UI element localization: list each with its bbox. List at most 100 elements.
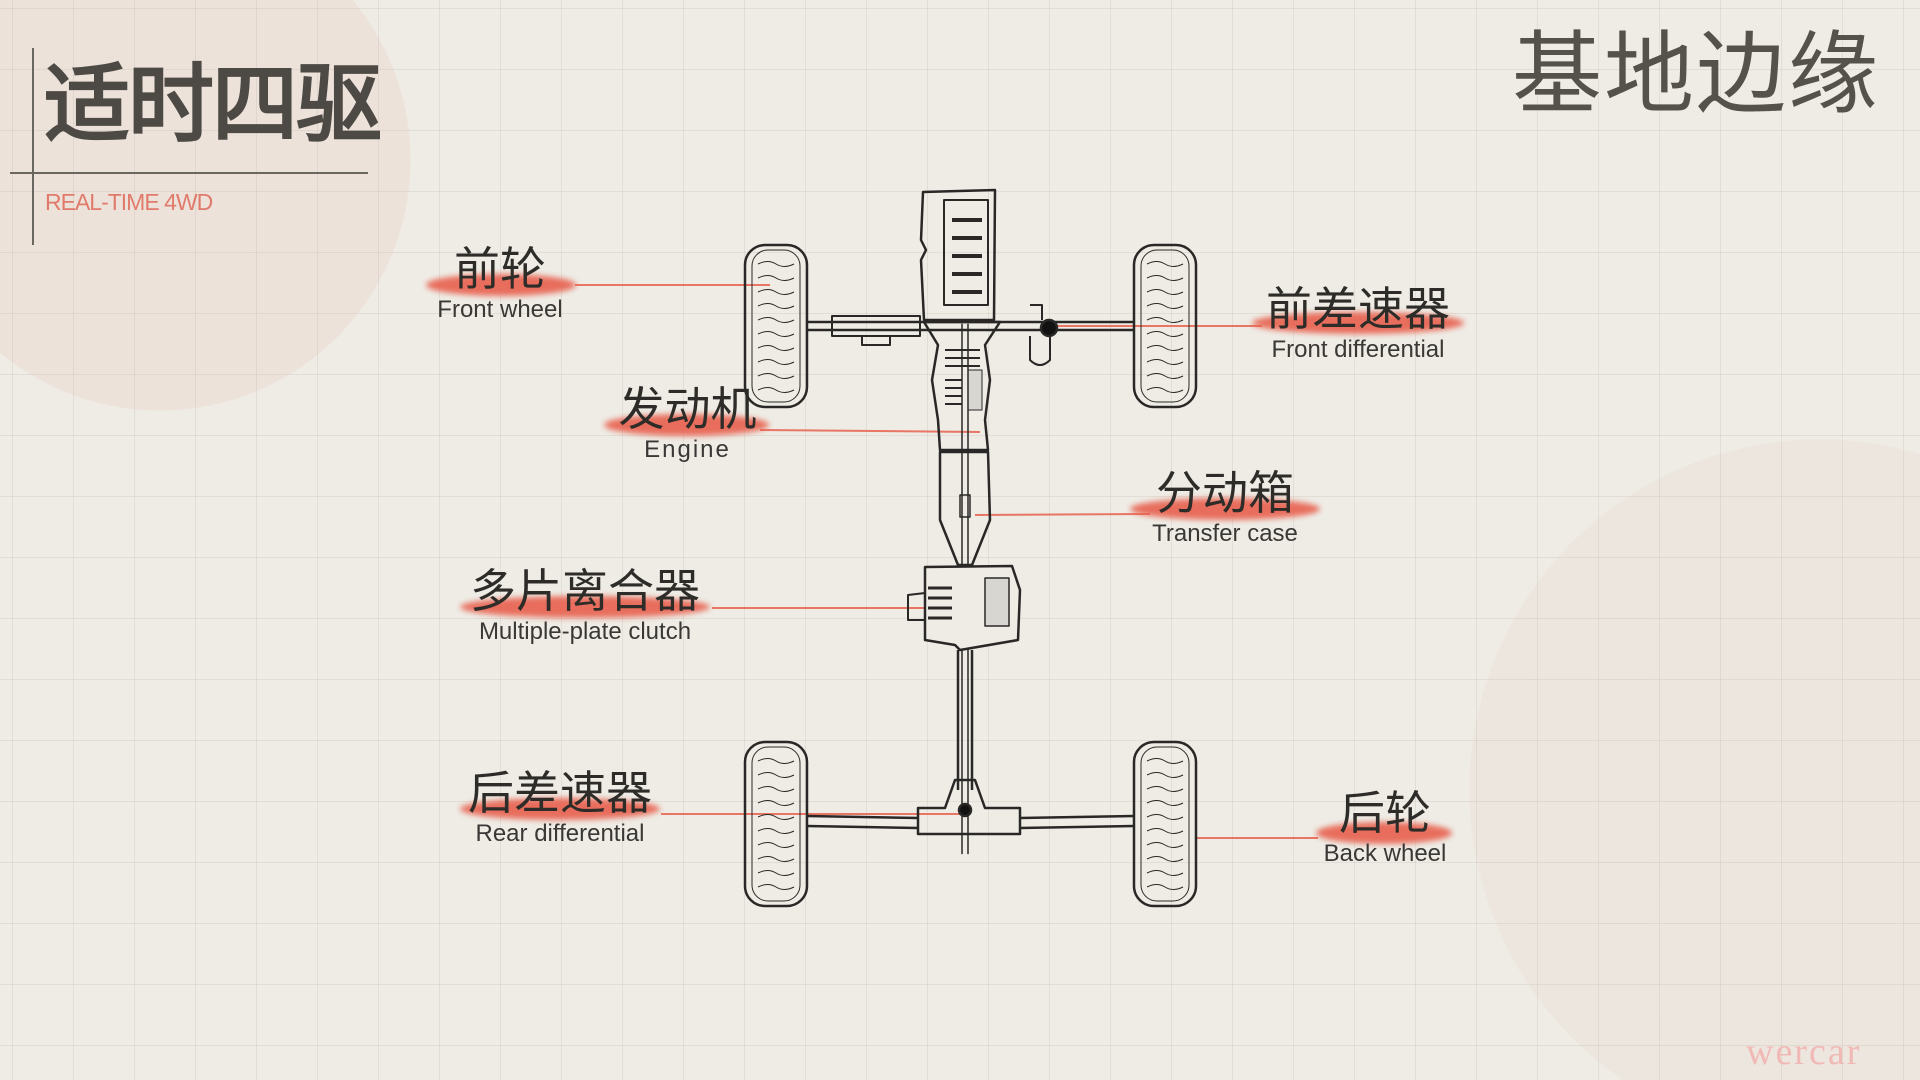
label-rear-differential: 后差速器 Rear differential xyxy=(460,770,660,848)
leader-lines xyxy=(575,284,1318,839)
tyre-tread-mark xyxy=(757,786,795,792)
tyre-tread-mark xyxy=(1146,758,1184,764)
tyre-tread-mark xyxy=(757,856,795,862)
tyre-tread-mark xyxy=(1146,800,1184,806)
tyre-tread-mark xyxy=(757,828,795,834)
highlight-smear xyxy=(1130,498,1320,520)
tyre-tread-mark xyxy=(1146,303,1184,309)
label-zh: 分动箱 xyxy=(1156,466,1294,520)
tyre-tread-mark xyxy=(1146,345,1184,351)
tyre-tread-mark xyxy=(757,345,795,351)
label-en: Engine xyxy=(644,436,731,463)
tyre-tread-mark xyxy=(1146,786,1184,792)
label-engine: 发动机 Engine xyxy=(604,382,769,464)
tyre-tread-mark xyxy=(1146,772,1184,778)
label-en: Front wheel xyxy=(437,296,563,323)
tyre-tread-mark xyxy=(757,303,795,309)
tyre-tread-mark xyxy=(757,772,795,778)
label-zh: 后差速器 xyxy=(468,766,652,820)
rear-axle xyxy=(806,814,1135,830)
tyre-tread-mark xyxy=(1146,387,1184,393)
highlight-smear xyxy=(604,414,769,436)
leader-transfer-case xyxy=(974,513,1151,516)
tyre-tread-mark xyxy=(1146,884,1184,890)
highlight-smear xyxy=(460,596,710,618)
front-axle-bracket xyxy=(861,336,891,346)
front-axle-housing xyxy=(831,315,921,337)
tyre-tread-mark xyxy=(757,800,795,806)
clutch-housing xyxy=(984,577,1010,627)
tyre-tread-mark xyxy=(757,275,795,281)
tyre-tread-mark xyxy=(757,289,795,295)
tyre-tread-mark xyxy=(1146,814,1184,820)
tyre-tread-mark xyxy=(757,261,795,267)
clutch-plates xyxy=(928,586,952,620)
front-differential-dot xyxy=(1039,318,1059,338)
highlight-smear xyxy=(1316,822,1452,844)
label-zh: 前轮 xyxy=(454,242,546,296)
label-zh: 前差速器 xyxy=(1266,282,1450,336)
label-en: Rear differential xyxy=(475,820,645,847)
gearbox-housing xyxy=(967,369,983,411)
tyre-tread-mark xyxy=(1146,331,1184,337)
label-zh: 发动机 xyxy=(618,382,757,436)
tyre-tread-mark xyxy=(1146,828,1184,834)
label-multiple-plate-clutch: 多片离合器 Multiple-plate clutch xyxy=(460,568,710,646)
drive-shaft xyxy=(956,650,974,790)
label-zh: 后轮 xyxy=(1339,786,1431,840)
brand-name: 基地边缘 xyxy=(1512,22,1880,127)
label-en: Back wheel xyxy=(1323,840,1447,867)
watermark: wercar xyxy=(1746,1031,1862,1073)
highlight-smear xyxy=(1252,312,1464,334)
label-back-wheel: 后轮 Back wheel xyxy=(1310,790,1460,868)
label-transfer-case: 分动箱 Transfer case xyxy=(1130,466,1320,548)
tyre-tread-mark xyxy=(757,387,795,393)
radiator xyxy=(943,199,989,306)
label-zh: 多片离合器 xyxy=(470,564,700,618)
clutch-actuator xyxy=(907,592,926,621)
tyre-tread-mark xyxy=(757,373,795,379)
tyre-tread-mark xyxy=(1146,289,1184,295)
page-title: 适时四驱 xyxy=(44,55,382,155)
leader-engine xyxy=(759,429,981,433)
highlight-smear xyxy=(426,274,576,296)
label-en: Transfer case xyxy=(1152,520,1298,547)
gearbox xyxy=(922,320,1002,452)
rear-differential-dot xyxy=(957,802,973,818)
highlight-smear xyxy=(460,798,660,820)
transfer-case xyxy=(938,450,992,567)
tyre-tread-mark xyxy=(757,842,795,848)
wheel-rear-right xyxy=(1132,740,1198,908)
tyre-tread-mark xyxy=(757,758,795,764)
title-vertical-rule xyxy=(32,48,34,245)
transfer-case-gear xyxy=(959,494,971,518)
tyre-tread-mark xyxy=(1146,842,1184,848)
tyre-tread-mark xyxy=(1146,275,1184,281)
tyre-tread-mark xyxy=(757,359,795,365)
wheel-rear-left xyxy=(743,740,809,908)
label-front-differential: 前差速器 Front differential xyxy=(1252,282,1464,364)
wheel-front-right xyxy=(1132,243,1198,409)
page-subtitle: REAL-TIME 4WD xyxy=(45,189,213,215)
title-horizontal-rule xyxy=(10,172,368,174)
tyre-tread-mark xyxy=(1146,373,1184,379)
tyre-tread-mark xyxy=(1146,359,1184,365)
engine-block xyxy=(919,188,997,322)
rear-differential xyxy=(916,778,1022,836)
tyre-tread-mark xyxy=(1146,261,1184,267)
wheel-front-left xyxy=(743,243,809,409)
label-en: Multiple-plate clutch xyxy=(478,618,692,645)
tyre-tread-mark xyxy=(1146,856,1184,862)
front-differential xyxy=(1029,304,1051,366)
tyre-tread-mark xyxy=(1146,317,1184,323)
tyre-treads xyxy=(757,261,1184,890)
radiator-fins xyxy=(952,218,982,294)
label-en: Front differential xyxy=(1271,336,1445,363)
tyre-tread-mark xyxy=(757,814,795,820)
tyre-tread-mark xyxy=(1146,870,1184,876)
tyre-tread-mark xyxy=(757,331,795,337)
tyre-tread-mark xyxy=(757,870,795,876)
